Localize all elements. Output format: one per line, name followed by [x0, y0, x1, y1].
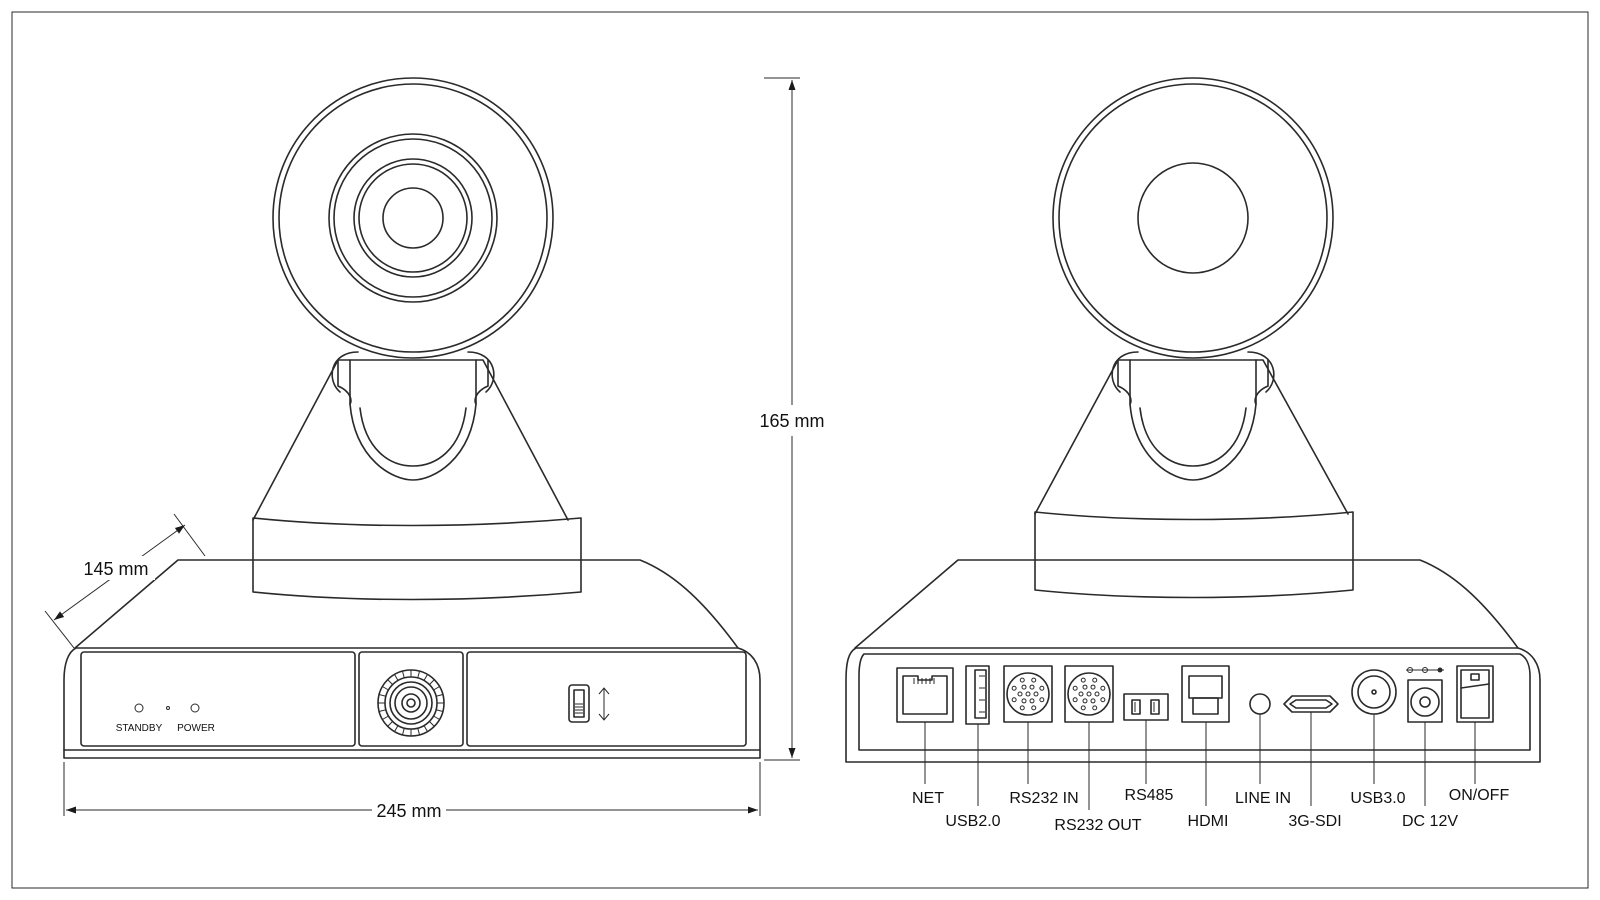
drawing-frame [11, 11, 1589, 889]
rs232in-port [1003, 665, 1053, 723]
standby-label: STANDBY [116, 723, 163, 734]
front-camera-head [272, 77, 554, 359]
label-hdmi: HDMI [1188, 813, 1229, 830]
usb3-port [1351, 669, 1397, 715]
front-sdi-panel [358, 651, 464, 747]
rear-camera-head [1052, 77, 1334, 359]
label-rs232out: RS232 OUT [1054, 817, 1141, 834]
label-linein: LINE IN [1235, 790, 1291, 807]
width-label: 245 mm [376, 801, 441, 821]
label-rs232in: RS232 IN [1009, 790, 1078, 807]
hdmi-port [1181, 665, 1230, 723]
label-usb3: USB3.0 [1350, 790, 1405, 807]
depth-dimension: 145 mm [44, 513, 206, 649]
height-dimension: 165 mm [759, 77, 825, 761]
power-label: POWER [177, 723, 215, 734]
center-dot [166, 706, 170, 710]
onoff-switch [1456, 665, 1494, 723]
depth-label: 145 mm [83, 559, 148, 579]
width-dimension: 245 mm [63, 762, 761, 821]
label-onoff: ON/OFF [1449, 787, 1510, 804]
linein-port [1249, 693, 1271, 715]
front-pan-block [252, 517, 582, 601]
height-label: 165 mm [759, 411, 824, 431]
front-yoke [252, 359, 569, 521]
rear-pan-block [1034, 511, 1354, 599]
net-port [896, 667, 954, 723]
slide-switch [568, 684, 610, 723]
sdi-port [1283, 695, 1339, 713]
label-rs485: RS485 [1125, 787, 1174, 804]
rear-yoke [1034, 359, 1349, 515]
front-indicator-panel [80, 651, 356, 747]
port-leaders [924, 712, 1476, 810]
front-base-panel [63, 647, 761, 759]
label-net: NET [912, 790, 944, 807]
rear-view: NET USB2.0 RS232 IN RS232 OUT RS485 HDMI… [845, 77, 1541, 834]
rs485-port [1123, 693, 1169, 721]
front-switch-panel [466, 651, 747, 747]
front-view: STANDBY POWER [63, 77, 761, 759]
label-sdi: 3G-SDI [1288, 813, 1341, 830]
dc12v-port [1406, 667, 1444, 723]
rear-base-top [854, 559, 1519, 649]
standby-led [134, 703, 144, 713]
label-dc12v: DC 12V [1402, 813, 1458, 830]
rs232out-port [1064, 665, 1114, 723]
label-usb2: USB2.0 [945, 813, 1000, 830]
usb2-port [965, 665, 990, 725]
bnc-connector [377, 669, 445, 737]
front-base-top [74, 559, 739, 649]
power-led [190, 703, 200, 713]
rear-base-panel [845, 647, 1541, 763]
